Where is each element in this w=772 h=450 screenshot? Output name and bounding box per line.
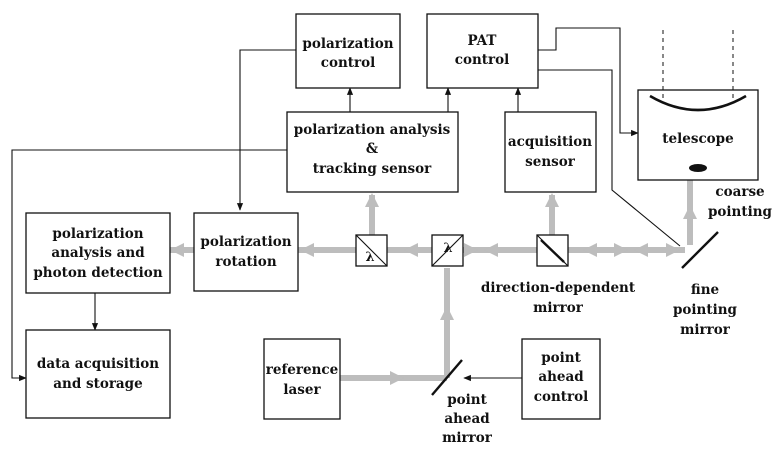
coarse-pointing-label: coarse pointing (708, 184, 772, 220)
svg-text:pointing: pointing (708, 204, 772, 220)
optical-beams (170, 175, 697, 385)
beam-arrowhead (300, 243, 314, 257)
point-ahead-control-line2: ahead (538, 369, 584, 385)
detection-line1: polarization (52, 226, 143, 242)
polarization-control-line1: polarization (302, 36, 393, 52)
link-pat-to-finemirror (520, 69, 681, 247)
beam-arrowhead (614, 243, 628, 257)
detection-line2: analysis and (51, 245, 145, 261)
point-ahead-control-line3: control (534, 389, 589, 405)
point-ahead-control-box: point ahead control (521, 338, 601, 420)
rotation-line1: polarization (200, 234, 291, 250)
svg-text:ahead: ahead (444, 411, 490, 427)
link-pat-to-telescope (538, 27, 639, 137)
fine-pointing-mirror-label: fine pointing mirror (673, 282, 738, 338)
beam-arrowhead (390, 371, 404, 385)
svg-text:fine: fine (691, 282, 719, 298)
svg-text:direction-dependent: direction-dependent (481, 280, 636, 296)
polarization-analysis-detection-box: polarization analysis and photon detecti… (25, 212, 171, 294)
telescope-secondary-mirror (689, 164, 707, 172)
reference-laser-line1: reference (266, 362, 338, 378)
polarization-rotation-box: polarization rotation (193, 212, 299, 292)
fine-pointing-mirror-element (681, 231, 719, 269)
direction-dependent-mirror-component (536, 234, 569, 267)
telescope-primary-mirror (649, 94, 747, 112)
svg-text:pointing: pointing (673, 302, 738, 318)
point-ahead-mirror-element (431, 359, 463, 396)
beam-arrowhead (440, 306, 454, 320)
beam-arrowhead (683, 205, 697, 219)
telescope-box: telescope (637, 28, 759, 181)
telescope-label: telescope (662, 131, 733, 147)
svg-text:mirror: mirror (442, 430, 493, 446)
data-acquisition-box: data acquisition and storage (25, 329, 171, 419)
waveplate-2-symbol: λ (443, 241, 452, 256)
svg-text:point: point (447, 392, 487, 408)
beam-arrowhead (404, 243, 418, 257)
acquisition-line2: sensor (525, 154, 576, 170)
tracking-line3: tracking sensor (313, 161, 432, 177)
beam-arrowhead (666, 243, 680, 257)
signal-lines (11, 27, 681, 382)
waveplate-2: λ (431, 234, 464, 267)
link-polcontrol-to-rotation (236, 49, 296, 211)
point-ahead-mirror-label: point ahead mirror (442, 392, 493, 446)
waveplate-1: λ (355, 234, 388, 267)
beam-arrowhead (365, 193, 379, 207)
acquisition-line1: acquisition (508, 134, 592, 150)
point-ahead-control-line1: point (541, 350, 581, 366)
svg-text:mirror: mirror (533, 300, 584, 316)
reference-laser-line2: laser (283, 382, 321, 398)
svg-text:coarse: coarse (715, 184, 764, 200)
beam-arrowhead (170, 243, 184, 257)
waveplate-1-symbol: λ (365, 250, 374, 265)
tracking-line1: polarization analysis (294, 122, 451, 138)
link-tracking-to-data (11, 149, 287, 382)
beam-arrowhead (583, 243, 597, 257)
direction-dependent-mirror-label: direction-dependent mirror (481, 280, 636, 316)
detection-line3: photon detection (33, 265, 162, 281)
beam-arrowhead (484, 243, 498, 257)
tracking-line2: & (366, 141, 378, 157)
polarization-control-line2: control (321, 55, 376, 71)
data-acquisition-line1: data acquisition (37, 356, 159, 372)
polarization-analysis-tracking-box: polarization analysis & tracking sensor (286, 111, 459, 193)
rotation-line2: rotation (215, 254, 276, 270)
polarization-control-box: polarization control (295, 13, 401, 89)
pat-control-box: PAT control (426, 13, 539, 89)
beam-arrowhead (634, 243, 648, 257)
data-acquisition-line2: and storage (53, 376, 142, 392)
beam-arrowhead (545, 193, 559, 207)
reference-laser-box: reference laser (263, 338, 341, 420)
pat-control-line1: PAT (468, 33, 497, 49)
pat-control-line2: control (455, 52, 510, 68)
svg-text:mirror: mirror (680, 322, 731, 338)
acquisition-sensor-box: acquisition sensor (504, 111, 597, 193)
beam-arrowhead (464, 243, 478, 257)
